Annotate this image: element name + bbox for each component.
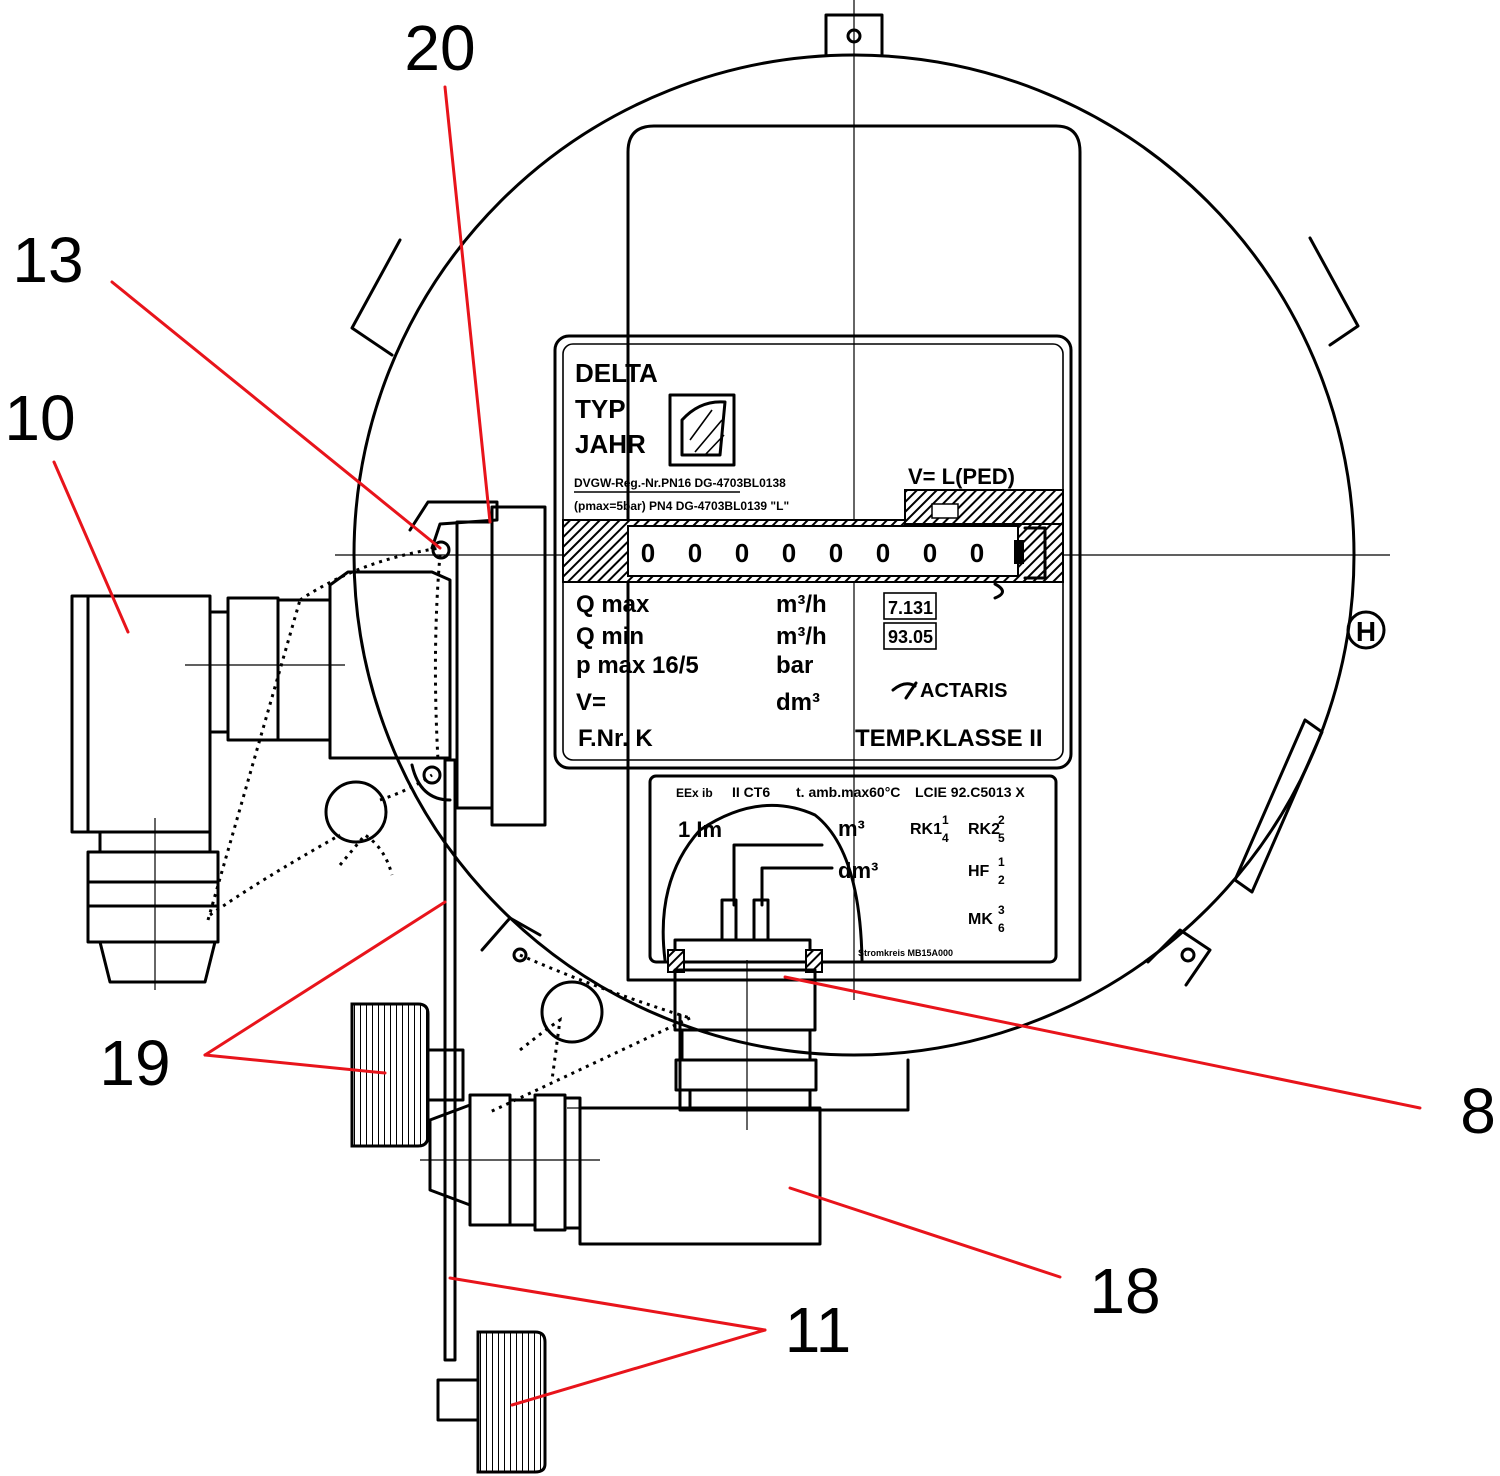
qmax-unit: m³/h <box>776 591 827 618</box>
svg-text:MK: MK <box>968 911 993 928</box>
manufacturer-logo-icon <box>668 393 736 467</box>
callout-8: 8 <box>1460 1075 1496 1147</box>
serial-number-label: F.Nr. K <box>578 725 653 752</box>
leader-lines <box>52 85 1422 1407</box>
svg-text:RK2: RK2 <box>968 821 1000 838</box>
callout-11: 11 <box>785 1294 851 1366</box>
h-marking: H <box>1346 610 1386 650</box>
svg-text:1: 1 <box>998 855 1005 869</box>
counter-digit: 0 <box>688 538 702 568</box>
svg-text:dm³: dm³ <box>838 858 878 883</box>
plate-brand: DELTA <box>575 358 658 388</box>
svg-text:2: 2 <box>998 873 1005 887</box>
plate-reg-2: (pmax=5bar) PN4 DG-4703BL0139 "L" <box>574 499 789 513</box>
sealing-wire <box>206 546 691 1114</box>
svg-text:4: 4 <box>942 831 949 845</box>
qmin-unit: m³/h <box>776 623 827 650</box>
svg-text:1: 1 <box>942 813 949 827</box>
qmin-label: Q min <box>576 623 644 650</box>
counter-digit: 0 <box>970 538 984 568</box>
callout-20: 20 <box>404 12 475 84</box>
v-unit: dm³ <box>776 689 820 716</box>
plate-jahr: JAHR <box>575 429 646 459</box>
centre-lines <box>335 0 1390 1000</box>
svg-text:6: 6 <box>998 921 1005 935</box>
connector-plate: EEx ib II CT6 t. amb.max60°C LCIE 92.C50… <box>648 774 1058 964</box>
svg-text:LCIE 92.C5013 X: LCIE 92.C5013 X <box>915 784 1025 800</box>
qmin-value: 93.05 <box>888 627 933 647</box>
svg-text:3: 3 <box>998 903 1005 917</box>
callout-labels: 20 13 10 19 8 18 11 <box>4 12 1495 1366</box>
pmax-label: p max 16/5 <box>576 652 699 679</box>
svg-text:RK1: RK1 <box>910 821 942 838</box>
plate-reg-1: DVGW-Reg.-Nr.PN16 DG-4703BL0138 <box>574 476 786 490</box>
knurled-screw-upper <box>350 1002 465 1148</box>
lower-left-connector <box>420 1093 600 1232</box>
counter-digits: 0 0 0 0 0 0 0 0 <box>641 538 984 568</box>
counter-digit: 0 <box>829 538 843 568</box>
counter-digit: 0 <box>641 538 655 568</box>
svg-text:H: H <box>1356 616 1376 647</box>
counter-digit: 0 <box>876 538 890 568</box>
temp-class-label: TEMP.KLASSE II <box>855 725 1043 752</box>
qmax-value: 7.131 <box>888 598 933 618</box>
v-label: V= <box>576 689 606 716</box>
bottom-connector-assembly <box>567 898 823 1246</box>
callout-13: 13 <box>12 224 83 296</box>
left-connector-housing <box>70 570 452 990</box>
svg-text:2: 2 <box>998 813 1005 827</box>
plate-v-ped: V= L(PED) <box>908 464 1015 489</box>
callout-10: 10 <box>4 382 75 454</box>
plate-typ: TYP <box>575 394 626 424</box>
name-plate: DELTA TYP JAHR DVGW-Reg.-Nr.PN16 DG-4703… <box>553 334 1073 770</box>
counter-digit: 0 <box>782 538 796 568</box>
svg-text:HF: HF <box>968 863 990 880</box>
svg-text:5: 5 <box>998 831 1005 845</box>
callout-19: 19 <box>99 1027 170 1099</box>
mounting-bracket <box>408 500 547 1362</box>
svg-text:ACTARIS: ACTARIS <box>920 680 1007 702</box>
svg-text:EEx ib: EEx ib <box>676 786 713 800</box>
callout-18: 18 <box>1089 1255 1160 1327</box>
qmax-label: Q max <box>576 591 650 618</box>
counter-digit: 0 <box>735 538 749 568</box>
counter-digit: 0 <box>923 538 937 568</box>
pmax-unit: bar <box>776 652 813 679</box>
svg-text:II CT6: II CT6 <box>732 784 770 800</box>
svg-text:t. amb.max60°C: t. amb.max60°C <box>796 784 900 800</box>
knurled-screw-lower <box>436 1330 547 1474</box>
cable-clamp <box>540 980 604 1044</box>
actaris-logo-icon: ACTARIS <box>891 680 1007 702</box>
cable-clamp <box>324 780 388 844</box>
svg-text:m³: m³ <box>838 816 865 841</box>
svg-text:Stromkreis MB15A000: Stromkreis MB15A000 <box>858 948 953 958</box>
